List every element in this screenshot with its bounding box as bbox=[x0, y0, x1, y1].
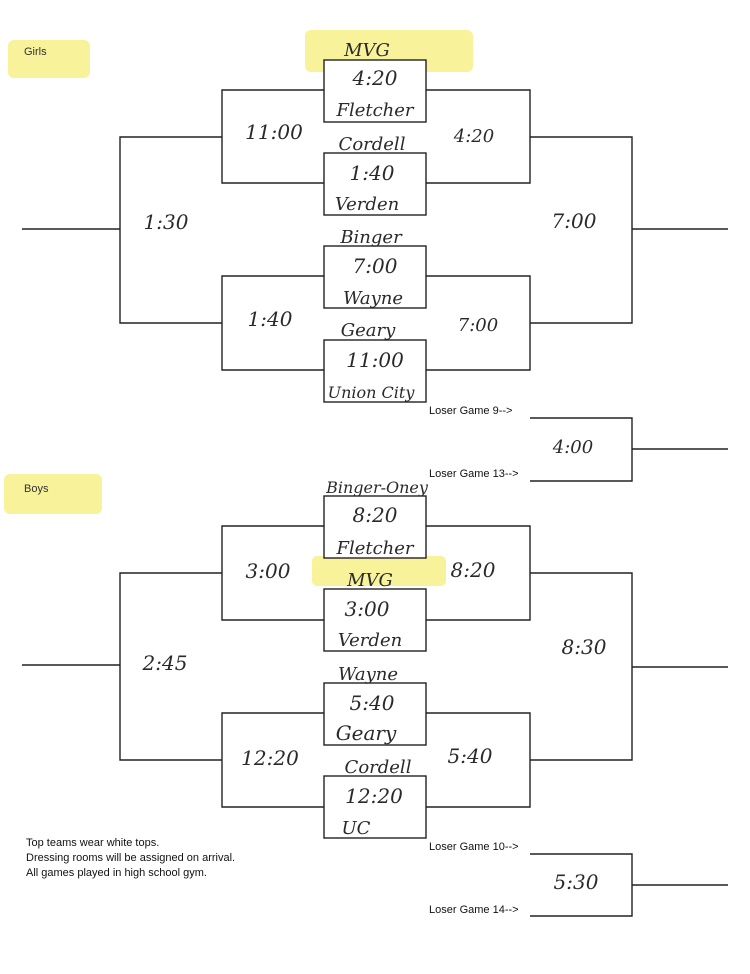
loser-label: Loser Game 9--> bbox=[429, 405, 512, 417]
boys-game-box bbox=[323, 682, 427, 746]
game-time: 11:00 bbox=[346, 348, 404, 372]
team-name: Wayne bbox=[338, 664, 398, 685]
game-time: 4:00 bbox=[552, 437, 593, 458]
team-name: Union City bbox=[328, 383, 416, 402]
boys-game-box bbox=[323, 495, 427, 559]
team-name: Cordell bbox=[345, 757, 412, 778]
game-time: 7:00 bbox=[552, 209, 597, 233]
loser-label: Loser Game 13--> bbox=[429, 468, 519, 480]
notes-block: Top teams wear white tops. Dressing room… bbox=[26, 836, 235, 881]
game-time: 8:30 bbox=[562, 635, 607, 659]
game-time: 8:20 bbox=[353, 503, 398, 527]
boys-game-box bbox=[323, 775, 427, 839]
game-time: 3:00 bbox=[246, 559, 291, 583]
game-time: 12:20 bbox=[345, 784, 403, 808]
game-time: 5:40 bbox=[448, 744, 493, 768]
game-time: 7:00 bbox=[458, 315, 498, 336]
game-time: 1:40 bbox=[248, 307, 293, 331]
boys-label-highlight bbox=[4, 474, 102, 514]
team-name: Geary bbox=[341, 320, 396, 341]
team-name: Verden bbox=[335, 194, 399, 215]
boys-label: Boys bbox=[24, 483, 49, 495]
team-name: Fletcher bbox=[335, 100, 414, 121]
girls-game-box bbox=[323, 59, 427, 123]
team-name: Verden bbox=[338, 630, 402, 651]
team-name: MVG bbox=[343, 40, 390, 61]
game-time: 1:40 bbox=[350, 161, 395, 185]
game-time: 7:00 bbox=[353, 254, 398, 278]
game-time: 1:30 bbox=[144, 210, 189, 234]
game-time: 8:20 bbox=[451, 558, 496, 582]
team-name: Cordell bbox=[339, 134, 406, 155]
girls-label-highlight bbox=[8, 40, 90, 78]
girls-game-box bbox=[323, 245, 427, 309]
note-line: Top teams wear white tops. bbox=[26, 837, 160, 849]
game-time: 11:00 bbox=[245, 120, 303, 144]
girls-game-box bbox=[323, 152, 427, 216]
game-time: 5:40 bbox=[350, 691, 395, 715]
loser-label: Loser Game 14--> bbox=[429, 904, 519, 916]
team-name: Geary bbox=[336, 721, 397, 745]
boys-game-box bbox=[323, 588, 427, 652]
team-name: Wayne bbox=[343, 288, 403, 309]
note-line: All games played in high school gym. bbox=[26, 867, 207, 879]
team-name: Fletcher bbox=[335, 538, 414, 559]
game-time: 4:20 bbox=[352, 66, 398, 90]
game-time: 3:00 bbox=[345, 597, 390, 621]
team-name: UC bbox=[342, 818, 371, 839]
boys-bracket-lines bbox=[22, 525, 728, 917]
boys-mvg-highlight bbox=[312, 556, 446, 586]
game-time: 12:20 bbox=[241, 746, 299, 770]
team-name: MVG bbox=[346, 570, 393, 591]
game-time: 2:45 bbox=[142, 651, 188, 675]
loser-label: Loser Game 10--> bbox=[429, 841, 519, 853]
girls-game-box bbox=[323, 339, 427, 403]
team-name: Binger bbox=[339, 227, 403, 248]
game-time: 5:30 bbox=[554, 870, 599, 894]
girls-bracket-lines bbox=[22, 89, 728, 482]
girls-label: Girls bbox=[24, 46, 47, 58]
note-line: Dressing rooms will be assigned on arriv… bbox=[26, 852, 236, 864]
team-name: Binger-Oney bbox=[325, 478, 429, 497]
game-time: 4:20 bbox=[453, 126, 494, 147]
